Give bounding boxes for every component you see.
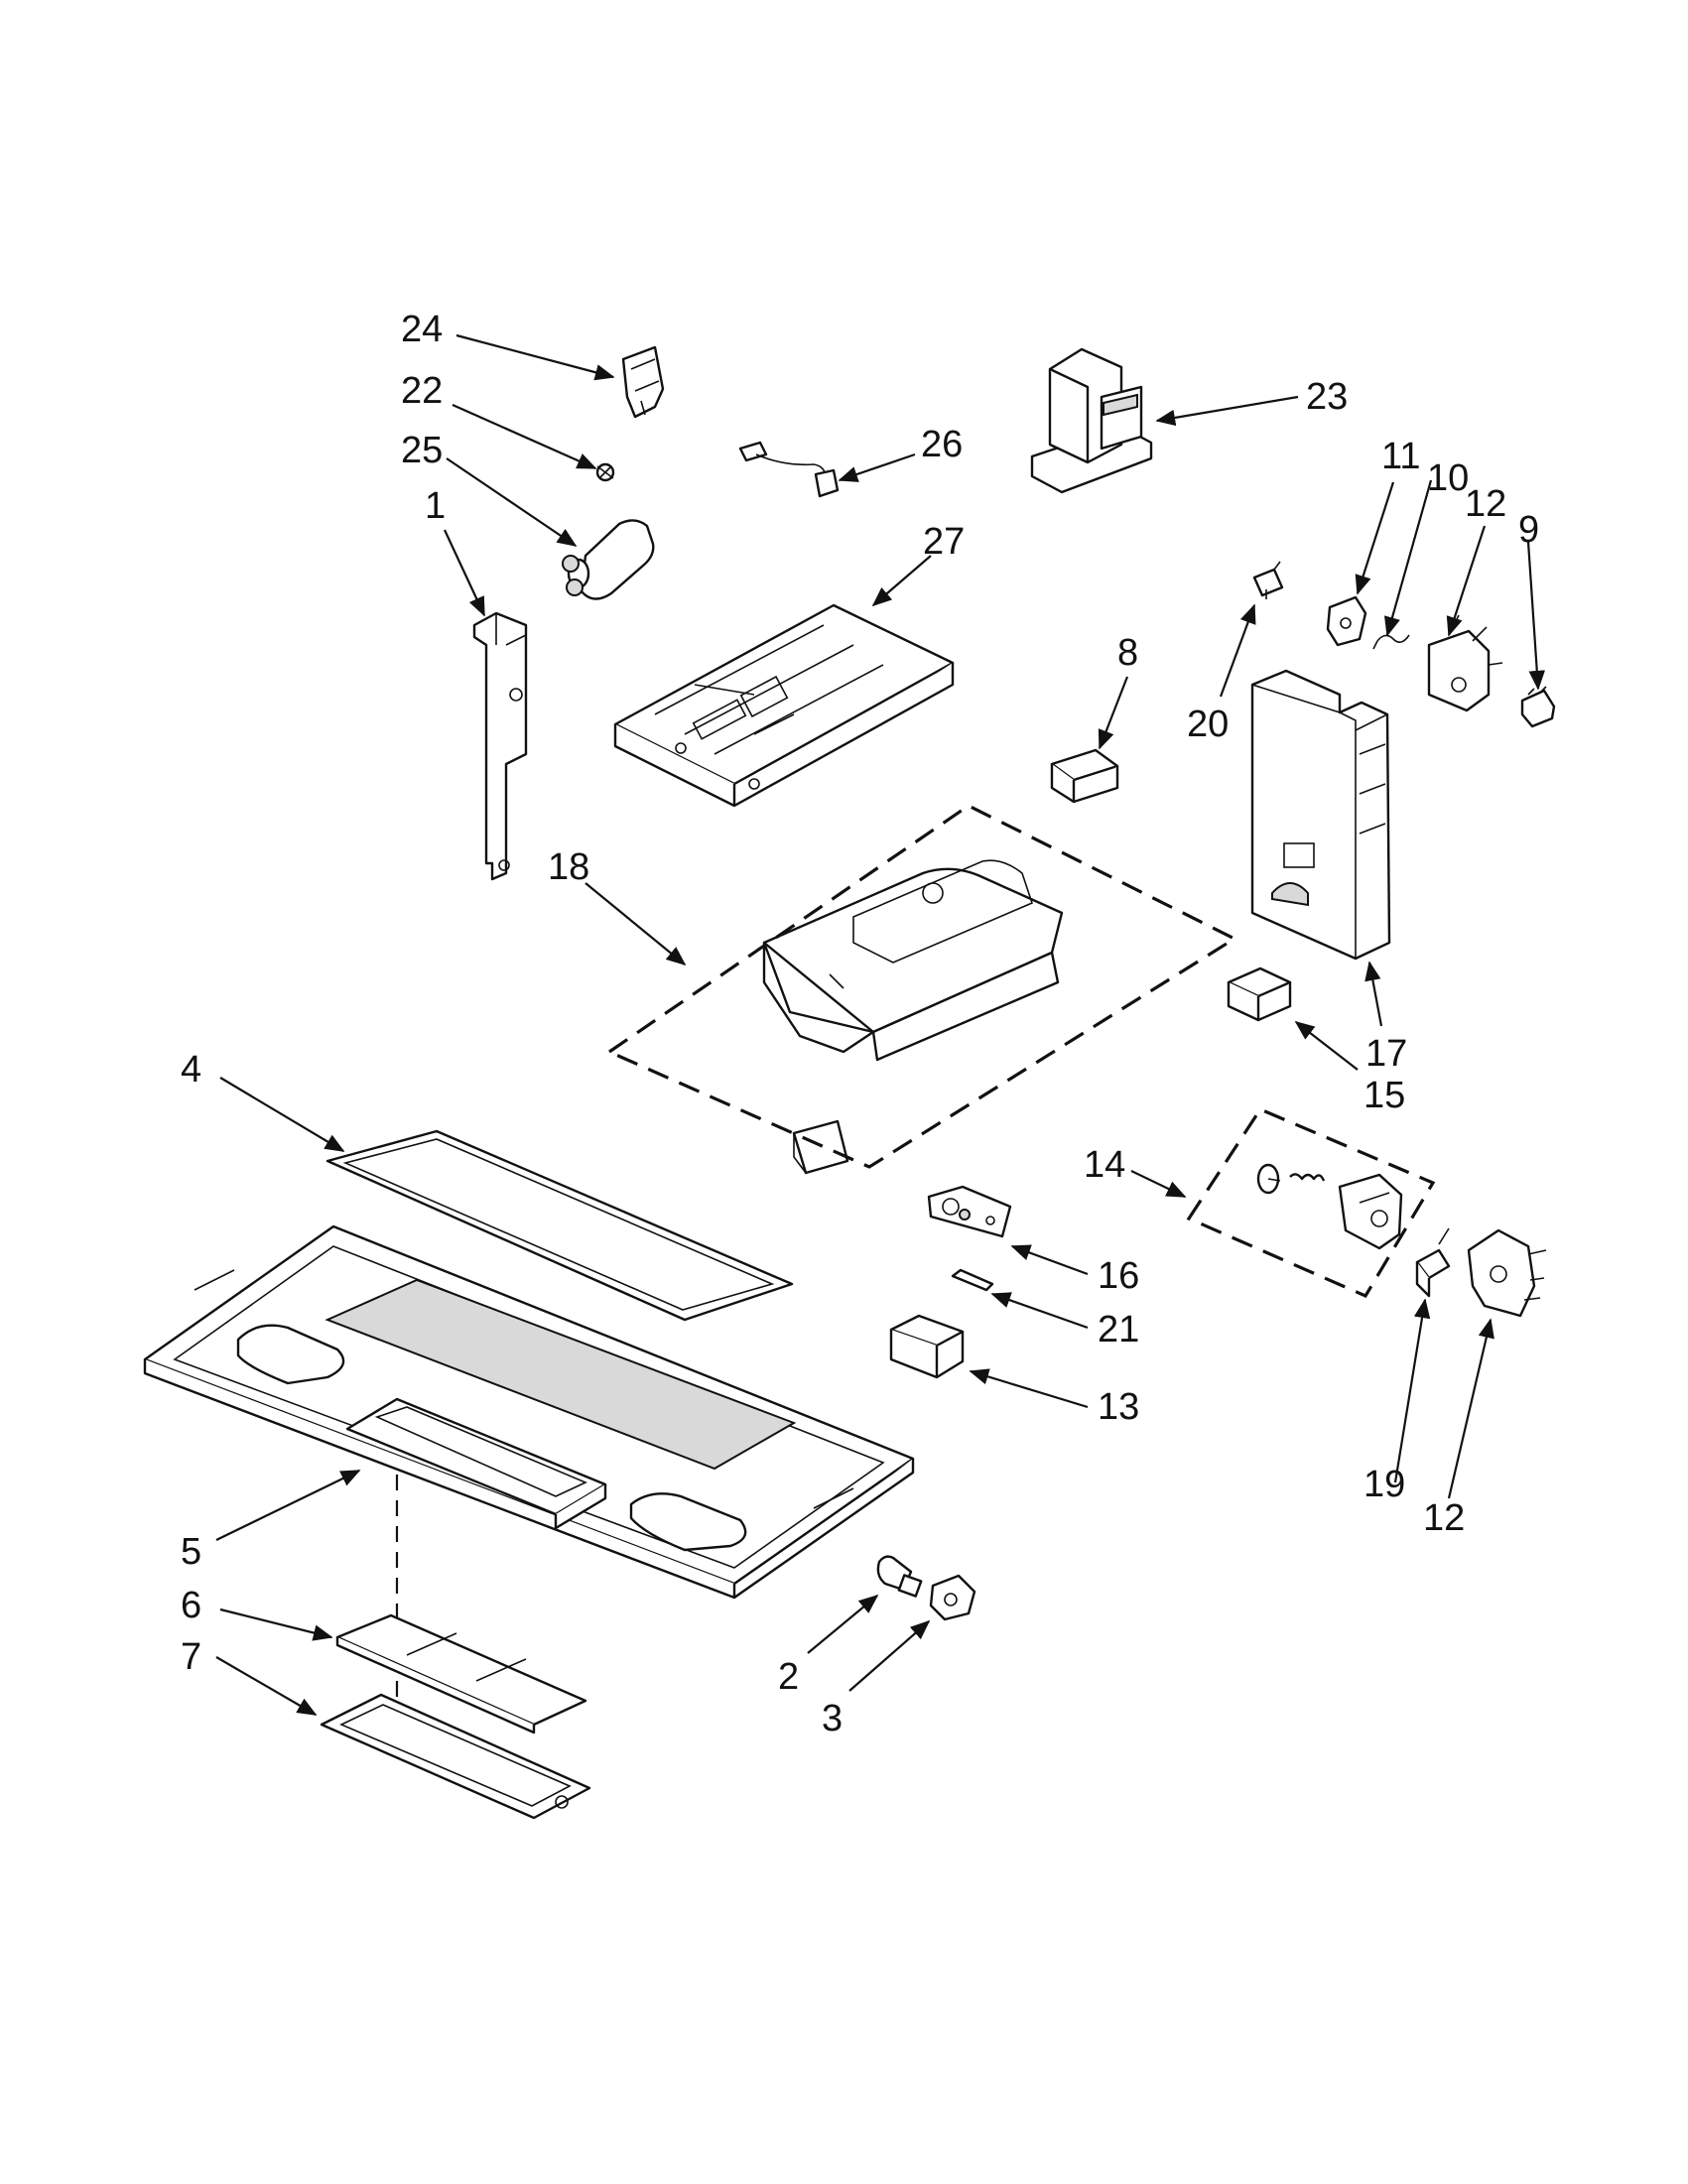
callout-4: 4 (181, 1049, 201, 1091)
part-24-capacitor-bracket (621, 345, 665, 419)
callout-11: 11 (1381, 436, 1420, 477)
callout-27: 27 (923, 521, 965, 563)
part-17-control-housing (1250, 669, 1391, 961)
part-14-kit (1256, 1163, 1403, 1250)
callout-1: 1 (425, 485, 446, 527)
part-7-cover (320, 1693, 591, 1820)
part-23-transformer (1030, 347, 1153, 494)
callout-19: 19 (1363, 1464, 1405, 1505)
callout-20: 20 (1187, 704, 1229, 745)
part-3-socket (929, 1574, 976, 1621)
part-27-mounting-plate (613, 603, 955, 808)
part-8-bracket (1050, 748, 1119, 804)
part-26-wire-fuse (738, 441, 840, 498)
part-18-kit-boundary (605, 804, 1238, 1169)
callout-8: 8 (1117, 632, 1138, 674)
callout-10: 10 (1427, 457, 1469, 499)
callout-17: 17 (1365, 1033, 1407, 1075)
part-19-switch (1415, 1227, 1451, 1298)
part-6-plate (335, 1613, 587, 1734)
part-13-block (889, 1314, 965, 1379)
callout-14: 14 (1084, 1144, 1125, 1186)
leader-lines (215, 333, 1546, 1716)
callout-6: 6 (181, 1585, 201, 1626)
callout-5: 5 (181, 1531, 201, 1573)
callout-22: 22 (401, 370, 443, 412)
callout-15: 15 (1363, 1075, 1405, 1116)
callout-24: 24 (401, 309, 443, 350)
callout-16: 16 (1098, 1255, 1139, 1297)
callout-13: 13 (1098, 1386, 1139, 1428)
part-20-connector (1252, 561, 1284, 599)
callout-numbers: 24 22 25 1 26 23 27 11 10 12 9 8 20 18 1… (181, 309, 1539, 1739)
part-4-filter (325, 1129, 794, 1322)
callout-3: 3 (822, 1698, 843, 1739)
part-11-latch-plate (1326, 595, 1367, 647)
callout-7: 7 (181, 1636, 201, 1678)
callout-2: 2 (778, 1656, 799, 1698)
part-25-capacitor (562, 519, 655, 600)
part-2-bulb (876, 1555, 923, 1598)
callout-26: 26 (921, 424, 963, 465)
part-21-fuse (951, 1268, 994, 1292)
callout-25: 25 (401, 430, 443, 471)
part-1-vertical-bracket (472, 611, 528, 881)
part-12-latch-lower (1467, 1228, 1547, 1318)
part-9-switch (1520, 686, 1556, 728)
part-16-bracket (927, 1185, 1012, 1238)
part-14-kit-boundary (1186, 1107, 1436, 1299)
callout-12-upper: 12 (1465, 483, 1506, 525)
part-22-clip (595, 462, 615, 482)
part-5-bottom-plate (143, 1224, 915, 1600)
part-10-spring (1372, 634, 1410, 650)
callout-12-lower: 12 (1423, 1497, 1465, 1539)
part-12-latch-upper (1427, 614, 1503, 712)
callout-9: 9 (1518, 509, 1539, 551)
part-15-module (1227, 966, 1292, 1022)
part-18-duct-assembly (762, 859, 1064, 1175)
callout-23: 23 (1306, 376, 1348, 418)
callout-21: 21 (1098, 1309, 1139, 1350)
callout-18: 18 (548, 846, 589, 888)
